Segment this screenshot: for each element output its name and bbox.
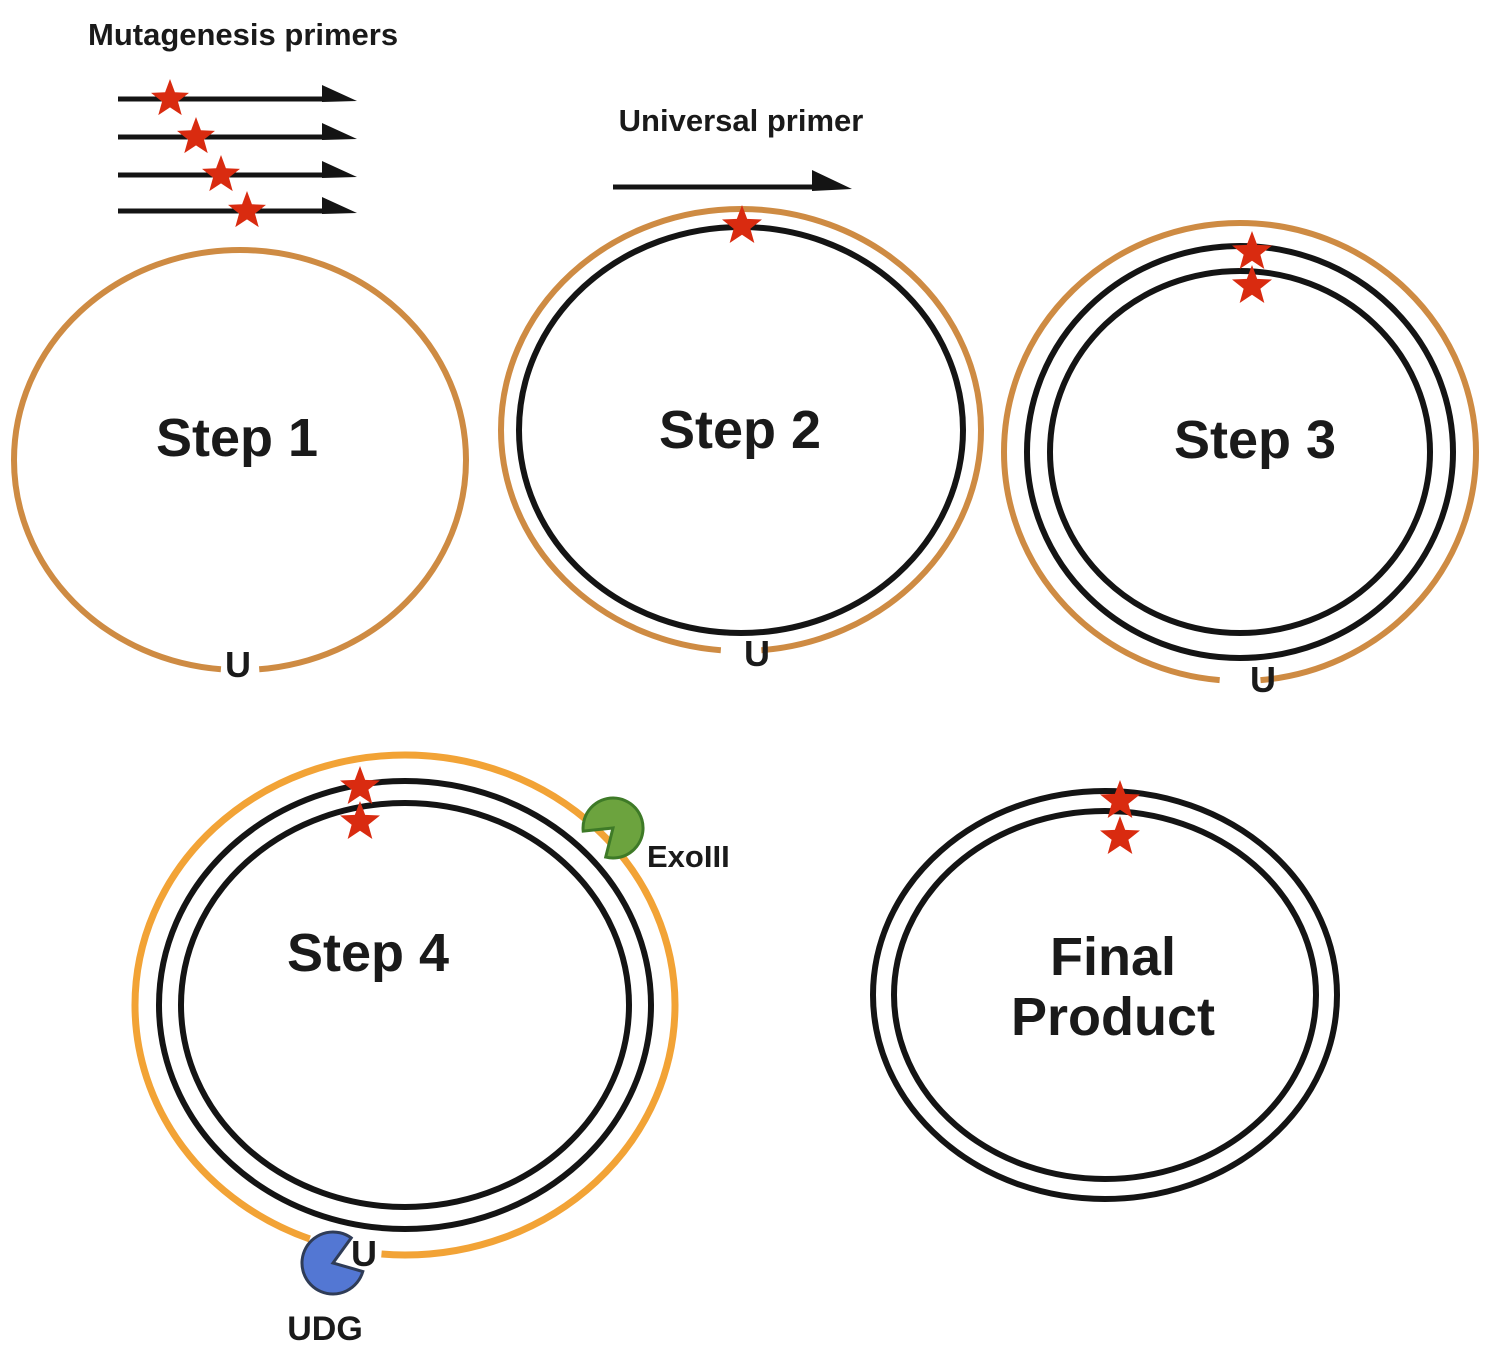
step3-uracil-label: U xyxy=(1250,659,1276,700)
mutation-star-icon xyxy=(202,155,240,192)
step4-plasmid: ExoIII U UDG Step 4 xyxy=(131,751,730,1348)
mutation-star-icon xyxy=(1232,231,1272,269)
mutation-star-icon xyxy=(1100,816,1140,854)
exoiii-enzyme-icon xyxy=(581,796,645,860)
uracil-template-strand xyxy=(1001,220,1479,684)
final-product-plasmid: Final Product xyxy=(870,780,1340,1202)
step2-plasmid: Universal primer Step 2 U xyxy=(498,103,984,674)
final-product-label-line2: Product xyxy=(1011,987,1215,1047)
step2-uracil-label: U xyxy=(744,633,770,674)
final-strand-inner xyxy=(891,808,1319,1182)
universal-primer-label: Universal primer xyxy=(619,103,864,138)
udg-label: UDG xyxy=(287,1310,363,1348)
final-product-label-line1: Final xyxy=(1050,927,1176,987)
step4-uracil-label: U xyxy=(351,1233,377,1274)
mutation-star-icon xyxy=(228,191,266,228)
step3-label: Step 3 xyxy=(1174,410,1336,470)
exoiii-label: ExoIII xyxy=(647,839,730,874)
uracil-template-strand xyxy=(131,751,679,1259)
universal-primer-arrow-icon xyxy=(613,170,852,191)
primer-arrow-icon xyxy=(118,123,357,140)
step4-label: Step 4 xyxy=(287,923,449,983)
step1-plasmid: Step 1 U xyxy=(11,247,469,685)
new-synthesized-strand-inner xyxy=(178,800,632,1210)
primer-arrow-icon xyxy=(118,197,357,214)
step1-uracil-label: U xyxy=(225,644,251,685)
udg-enzyme-icon xyxy=(300,1230,365,1296)
step2-label: Step 2 xyxy=(659,400,821,460)
step1-label: Step 1 xyxy=(156,408,318,468)
mutagenesis-primers-group: Mutagenesis primers xyxy=(88,17,398,228)
mutagenesis-primers-label: Mutagenesis primers xyxy=(88,17,398,52)
mutation-star-icon xyxy=(177,117,215,154)
new-synthesized-strand-outer xyxy=(156,778,654,1232)
mutation-star-icon xyxy=(151,79,189,116)
mutation-star-icon xyxy=(340,766,380,804)
final-strand-outer xyxy=(870,788,1340,1202)
primer-arrow-icon xyxy=(118,85,357,102)
new-synthesized-strand-inner xyxy=(1047,268,1433,636)
step3-plasmid: Step 3 U xyxy=(1001,220,1479,700)
uracil-template-strand xyxy=(11,247,469,673)
